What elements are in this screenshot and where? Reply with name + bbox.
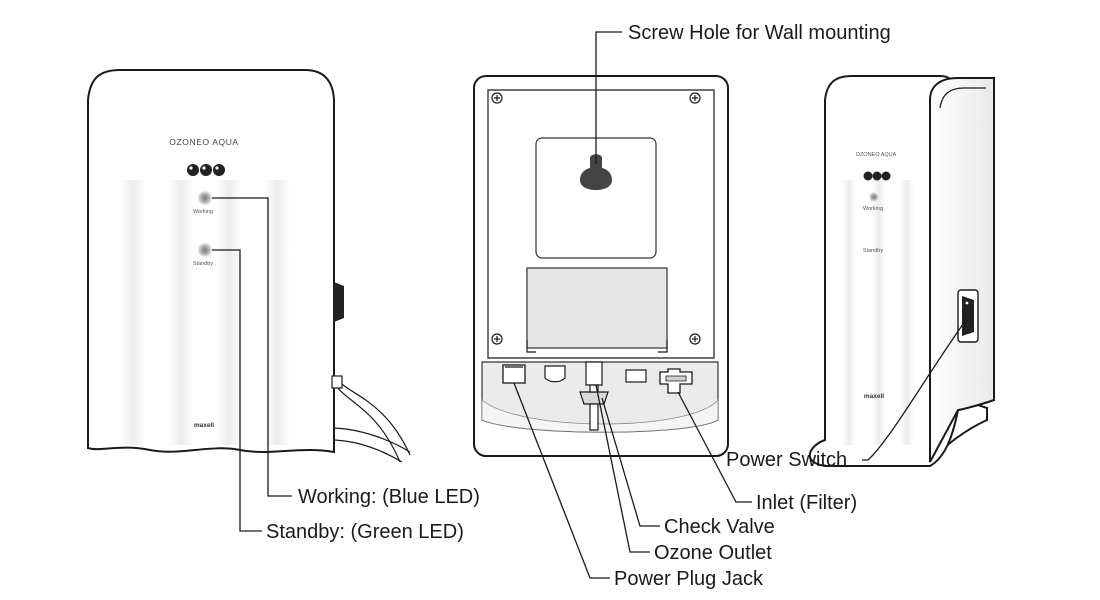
screw-icon: [689, 333, 701, 345]
front-rib: [168, 180, 194, 445]
front-rib: [216, 180, 242, 445]
label-panel: [526, 267, 668, 349]
cable-grommet: [331, 375, 343, 389]
screw-icon: [689, 92, 701, 104]
three-dot-emblem: [863, 171, 891, 181]
leader-check-valve: [601, 397, 660, 527]
callout-ozone-outlet: Ozone Outlet: [654, 542, 772, 564]
power-plug-jack: [502, 364, 526, 384]
front-view: OZONEO AQUA Working Standby maxell: [87, 69, 411, 463]
side-brand-name: OZONEO AQUA: [856, 152, 897, 158]
side-face: [929, 77, 995, 463]
callout-power-switch: Power Switch: [726, 449, 847, 471]
side-face-edge: [939, 87, 986, 109]
working-led-label: Working: [193, 209, 213, 215]
screw-icon: [491, 92, 503, 104]
rocker-switch-icon: [962, 296, 974, 336]
side-rib: [900, 180, 914, 445]
port-panel-floor: [481, 398, 719, 433]
back-inner-border: [487, 89, 715, 359]
power-cable: [337, 379, 411, 463]
standby-led-label: Standby: [193, 261, 213, 267]
working-led-icon: [868, 191, 880, 203]
working-led-icon: [196, 189, 214, 207]
standby-led-icon: [196, 241, 214, 259]
back-view: [473, 75, 729, 457]
inlet-filter-core: [665, 375, 687, 382]
rocker-switch-icon: [334, 282, 344, 322]
leader-power-plug: [513, 382, 610, 579]
side-view: OZONEO AQUA Working Standby maxell: [809, 75, 995, 467]
callout-inlet: Inlet (Filter): [756, 492, 857, 514]
callout-standby-led: Standby: (Green LED): [266, 521, 464, 543]
side-working-led-label: Working: [863, 206, 883, 212]
switch-mark: [965, 301, 969, 305]
front-rib: [120, 180, 146, 445]
screw-icon: [491, 333, 503, 345]
leader-inlet: [677, 391, 752, 503]
three-dot-emblem: [187, 164, 225, 176]
leader-ozone-outlet: [595, 384, 650, 553]
brand-name: OZONEO AQUA: [169, 137, 238, 147]
tube: [329, 427, 411, 463]
leader-screw-hole: [595, 31, 622, 164]
callout-screw-hole: Screw Hole for Wall mounting: [628, 22, 891, 44]
callout-check-valve: Check Valve: [664, 516, 775, 538]
leader-standby-led: [212, 249, 262, 532]
keyhole-icon: [580, 154, 612, 190]
side-rib: [872, 180, 886, 445]
side-maxell-logo: maxell: [864, 393, 884, 400]
side-standby-led-label: Standby: [863, 248, 883, 254]
leader-power-switch: [862, 319, 967, 461]
vent-slot: [544, 365, 566, 383]
callout-working-led: Working: (Blue LED): [298, 486, 480, 508]
ozone-outlet: [585, 361, 603, 386]
leader-working-led: [212, 197, 292, 497]
callout-power-plug-jack: Power Plug Jack: [614, 568, 764, 590]
side-rib: [842, 180, 856, 445]
indicator-slot: [625, 369, 647, 383]
label-clip: [526, 340, 668, 353]
maxell-logo: maxell: [194, 422, 214, 429]
